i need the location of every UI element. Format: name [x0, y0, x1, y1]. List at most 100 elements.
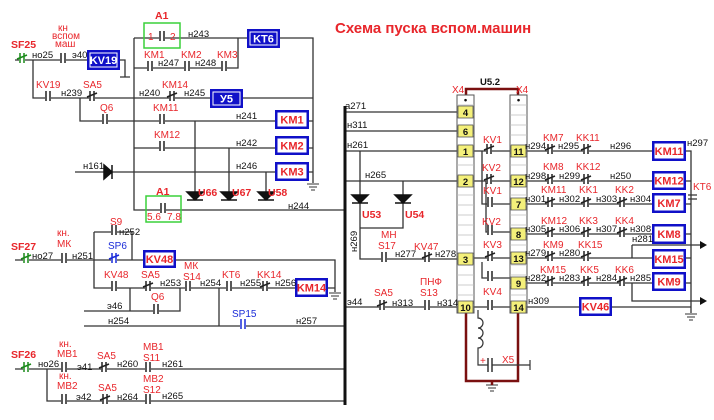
contact-symbol: [580, 227, 592, 237]
block-label: A1: [156, 186, 170, 198]
wire-label: н256: [275, 278, 296, 289]
wire-label: н295: [558, 141, 579, 152]
contact-symbol: [108, 253, 120, 263]
contact-symbol: [421, 252, 433, 262]
terminal-number: 3: [463, 255, 468, 266]
terminal: 7: [510, 197, 527, 211]
terminal-number: 9: [516, 279, 521, 290]
wire-label: н282: [525, 273, 546, 284]
pin-label: 5.6: [147, 212, 161, 223]
coil-km1[interactable]: KM1: [275, 110, 309, 129]
contact-label: МН: [381, 230, 397, 241]
wire-label: н301: [525, 194, 546, 205]
contact-label: Q6: [151, 292, 165, 303]
coil-label: KM2: [280, 141, 303, 153]
diode-label: U53: [362, 209, 381, 221]
contact-symbol: [580, 197, 592, 207]
terminal-number: 10: [460, 303, 471, 314]
contact-symbol: [153, 304, 159, 314]
coil-y5[interactable]: У5: [210, 89, 243, 108]
contact-label: KM7: [543, 133, 564, 144]
contact-symbol: [616, 227, 628, 237]
wire-label: н308: [630, 224, 651, 235]
terminal: 3: [457, 252, 474, 266]
terminal-number: 7: [516, 200, 521, 211]
contact-symbol: [99, 394, 111, 404]
wire-label: н305: [525, 224, 546, 235]
wire-label: н245: [184, 88, 205, 99]
contact-symbol: [580, 144, 592, 154]
contact-label: МВ2: [143, 374, 164, 385]
connector-label: X4: [516, 85, 529, 96]
contact-symbol: [86, 91, 98, 101]
wire-label: a271: [345, 101, 366, 112]
wire-label: э46: [107, 301, 122, 312]
contact-symbol: [544, 144, 556, 154]
contact-label: KK6: [615, 265, 634, 276]
contact-symbol: [376, 300, 388, 310]
contact-symbol: [60, 53, 66, 63]
contact-label: KV2: [482, 217, 501, 228]
terminal: 6: [457, 124, 474, 138]
coil-kt6[interactable]: KT6: [247, 29, 280, 48]
contact-symbol: [142, 281, 154, 291]
button-label: вспом: [52, 31, 80, 42]
coil-label: KM9: [657, 277, 680, 289]
contact-label: Q6: [100, 103, 114, 114]
button-label: маш: [55, 39, 75, 50]
contact-label: KM1: [144, 50, 165, 61]
contact-symbol: [580, 174, 592, 184]
contact-label: KK3: [579, 216, 598, 227]
contact-symbol: [111, 225, 117, 235]
coil-km9[interactable]: KM9: [652, 272, 686, 291]
contact-label: S17: [378, 241, 396, 252]
coil-km12[interactable]: KM12: [652, 171, 686, 190]
contact-symbol: [544, 227, 556, 237]
svg-text:•: •: [464, 95, 468, 106]
breaker-sf27: SF27: [11, 241, 36, 253]
capacitor-label: X5: [502, 355, 515, 366]
terminal-number: 2: [463, 177, 468, 188]
wire-label: н297: [687, 138, 708, 149]
contact-symbol: [16, 53, 28, 63]
contact-symbol: [61, 253, 67, 263]
contact-label: SA5: [98, 383, 117, 394]
diode-label: U66: [198, 187, 217, 199]
wire-label: н254: [200, 278, 221, 289]
wire-label: н307: [596, 224, 617, 235]
contact-symbol: [221, 61, 227, 71]
terminal-number: 14: [513, 303, 524, 314]
terminal-number: 12: [513, 177, 524, 188]
contact-label: KM8: [543, 162, 564, 173]
contact-symbol: [544, 197, 556, 207]
button-label: МВ2: [57, 381, 78, 392]
contact-label: KV19: [36, 80, 61, 91]
contact-label: KV48: [104, 270, 129, 281]
coil-km3[interactable]: KM3: [275, 162, 309, 181]
contact-label: KK2: [615, 185, 634, 196]
terminal: 8: [510, 227, 527, 241]
wire-label: н314: [437, 298, 458, 309]
contact-label: KV2: [482, 163, 501, 174]
terminal: 12: [510, 174, 527, 188]
capacitor-icon: [487, 358, 493, 372]
coil-km8[interactable]: KM8: [652, 224, 686, 244]
diode-icon: [256, 191, 276, 202]
coil-km2[interactable]: KM2: [275, 136, 309, 155]
diode-label: U67: [232, 187, 251, 199]
contact-label: SP6: [108, 241, 127, 252]
coil-km14[interactable]: KM14: [295, 278, 328, 297]
wire-label: н283: [559, 273, 580, 284]
terminal-number: 13: [513, 254, 524, 265]
diode-icon: [219, 191, 239, 202]
coil-km7[interactable]: KM7: [652, 193, 686, 213]
contact-label: KV4: [483, 287, 502, 298]
coil-kv46[interactable]: KV46: [579, 297, 612, 316]
contact-label: KM14: [162, 80, 189, 91]
coil-kv19[interactable]: KV19: [87, 50, 120, 70]
contact-label: KM12: [541, 216, 568, 227]
coil-km15[interactable]: KM15: [652, 249, 686, 269]
contact-symbol: [145, 394, 151, 404]
coil-kv48[interactable]: KV48: [143, 250, 176, 268]
coil-km11[interactable]: KM11: [652, 141, 686, 161]
